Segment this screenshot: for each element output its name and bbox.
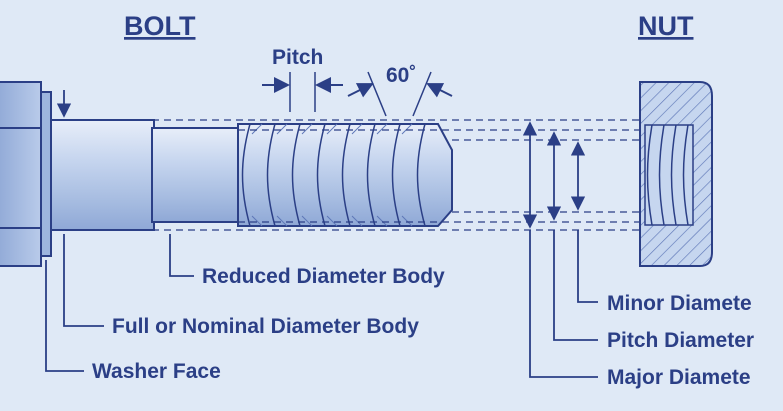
diameter-arrows	[522, 121, 586, 229]
major-diameter-label: Major Diamete	[607, 366, 751, 389]
reduced-body-label: Reduced Diameter Body	[202, 265, 445, 288]
pitch-label: Pitch	[272, 46, 323, 69]
full-body-label: Full or Nominal Diameter Body	[112, 315, 419, 338]
reduced-diameter-body	[151, 127, 241, 223]
bolt-head	[0, 81, 52, 267]
nut-heading: NUT	[638, 11, 694, 41]
washer-face	[40, 91, 52, 257]
angle-label: 60˚	[386, 64, 416, 87]
bolt-leaders	[45, 90, 194, 372]
full-diameter-body	[50, 119, 155, 231]
nut-section	[639, 81, 713, 267]
diameter-leaders	[529, 230, 598, 378]
washer-face-label: Washer Face	[92, 360, 221, 383]
pitch-diameter-label: Pitch Diameter	[607, 329, 754, 352]
bolt-heading: BOLT	[124, 11, 196, 41]
threaded-section	[237, 123, 453, 227]
pitch-dimension: Pitch	[262, 46, 343, 112]
minor-diameter-label: Minor Diamete	[607, 292, 752, 315]
thread-angle-dimension: 60˚	[347, 64, 453, 117]
